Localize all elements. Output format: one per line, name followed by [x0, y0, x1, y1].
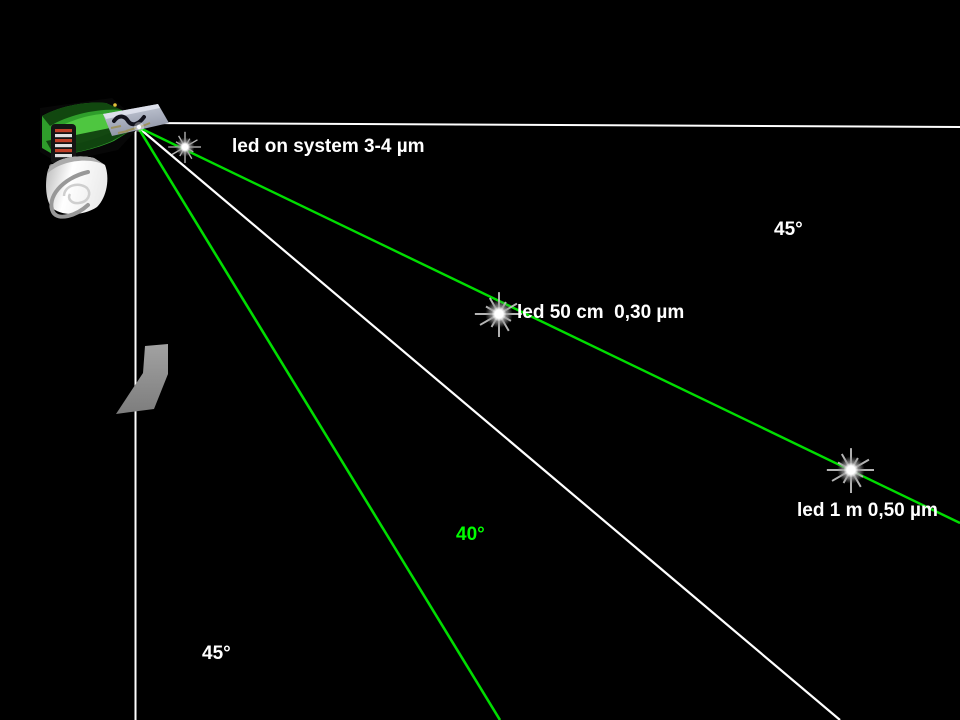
mirror-plate	[103, 103, 169, 136]
beam-green-upper	[139, 126, 960, 525]
led-flare-50cm	[473, 291, 523, 338]
label-led-50cm: led 50 cm 0,30 µm	[517, 302, 685, 323]
hook-wire	[49, 170, 90, 219]
label-led-on-system: led on system 3-4 µm	[232, 136, 425, 157]
beam-green-lower	[137, 128, 502, 720]
led-flare-1m	[825, 447, 875, 494]
lens-canister	[46, 156, 108, 215]
label-angle-mid: 40°	[456, 524, 485, 545]
led-flare-on-system	[167, 131, 202, 164]
label-angle-top-right: 45°	[774, 219, 803, 240]
label-angle-bottom-left: 45°	[202, 643, 231, 664]
beam-diagonal-white	[138, 127, 841, 720]
gray-target-marker	[116, 344, 168, 414]
beam-horizontal-white	[139, 122, 960, 128]
sensor-device-image	[40, 98, 169, 219]
label-led-1m: led 1 m 0,50 µm	[797, 500, 938, 521]
connector-block	[51, 124, 76, 164]
